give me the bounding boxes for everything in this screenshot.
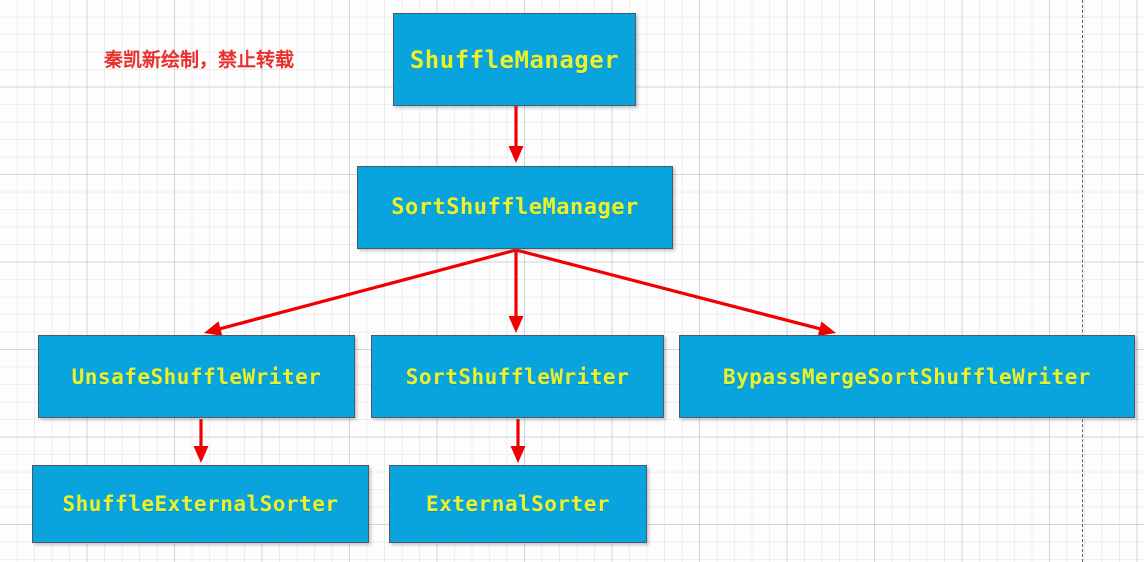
arrow-sort-shuffle-writer-to-external-sorter <box>510 419 526 463</box>
node-sort-shuffle-writer[interactable]: SortShuffleWriter <box>371 335 664 418</box>
node-external-sorter[interactable]: ExternalSorter <box>389 465 647 543</box>
node-label: SortShuffleWriter <box>405 364 630 389</box>
arrow-unsafe-shuffle-writer-to-shuffle-external-sorter <box>193 419 209 463</box>
node-label: ShuffleManager <box>409 45 620 74</box>
node-sort-shuffle-manager[interactable]: SortShuffleManager <box>357 166 673 249</box>
node-bypass-merge-sort-shuffle-writer[interactable]: BypassMergeSortShuffleWriter <box>679 335 1135 418</box>
arrow-sort-shuffle-manager-to-bypass-merge-sort-shuffle-writer <box>515 248 836 336</box>
node-label: SortShuffleManager <box>391 195 639 220</box>
node-shuffle-external-sorter[interactable]: ShuffleExternalSorter <box>32 465 369 543</box>
arrow-sort-shuffle-manager-to-unsafe-shuffle-writer <box>204 248 517 336</box>
watermark-text: 秦凯新绘制，禁止转载 <box>104 49 295 71</box>
node-shuffle-manager[interactable]: ShuffleManager <box>393 13 636 106</box>
node-label: ExternalSorter <box>425 492 610 516</box>
arrow-shuffle-manager-to-sort-shuffle-manager <box>508 106 524 163</box>
arrow-sort-shuffle-manager-to-sort-shuffle-writer <box>508 250 524 333</box>
node-unsafe-shuffle-writer[interactable]: UnsafeShuffleWriter <box>38 335 355 418</box>
node-label: UnsafeShuffleWriter <box>71 364 322 389</box>
page-break-line <box>1082 0 1083 562</box>
node-label: BypassMergeSortShuffleWriter <box>722 364 1091 389</box>
node-label: ShuffleExternalSorter <box>62 492 339 516</box>
